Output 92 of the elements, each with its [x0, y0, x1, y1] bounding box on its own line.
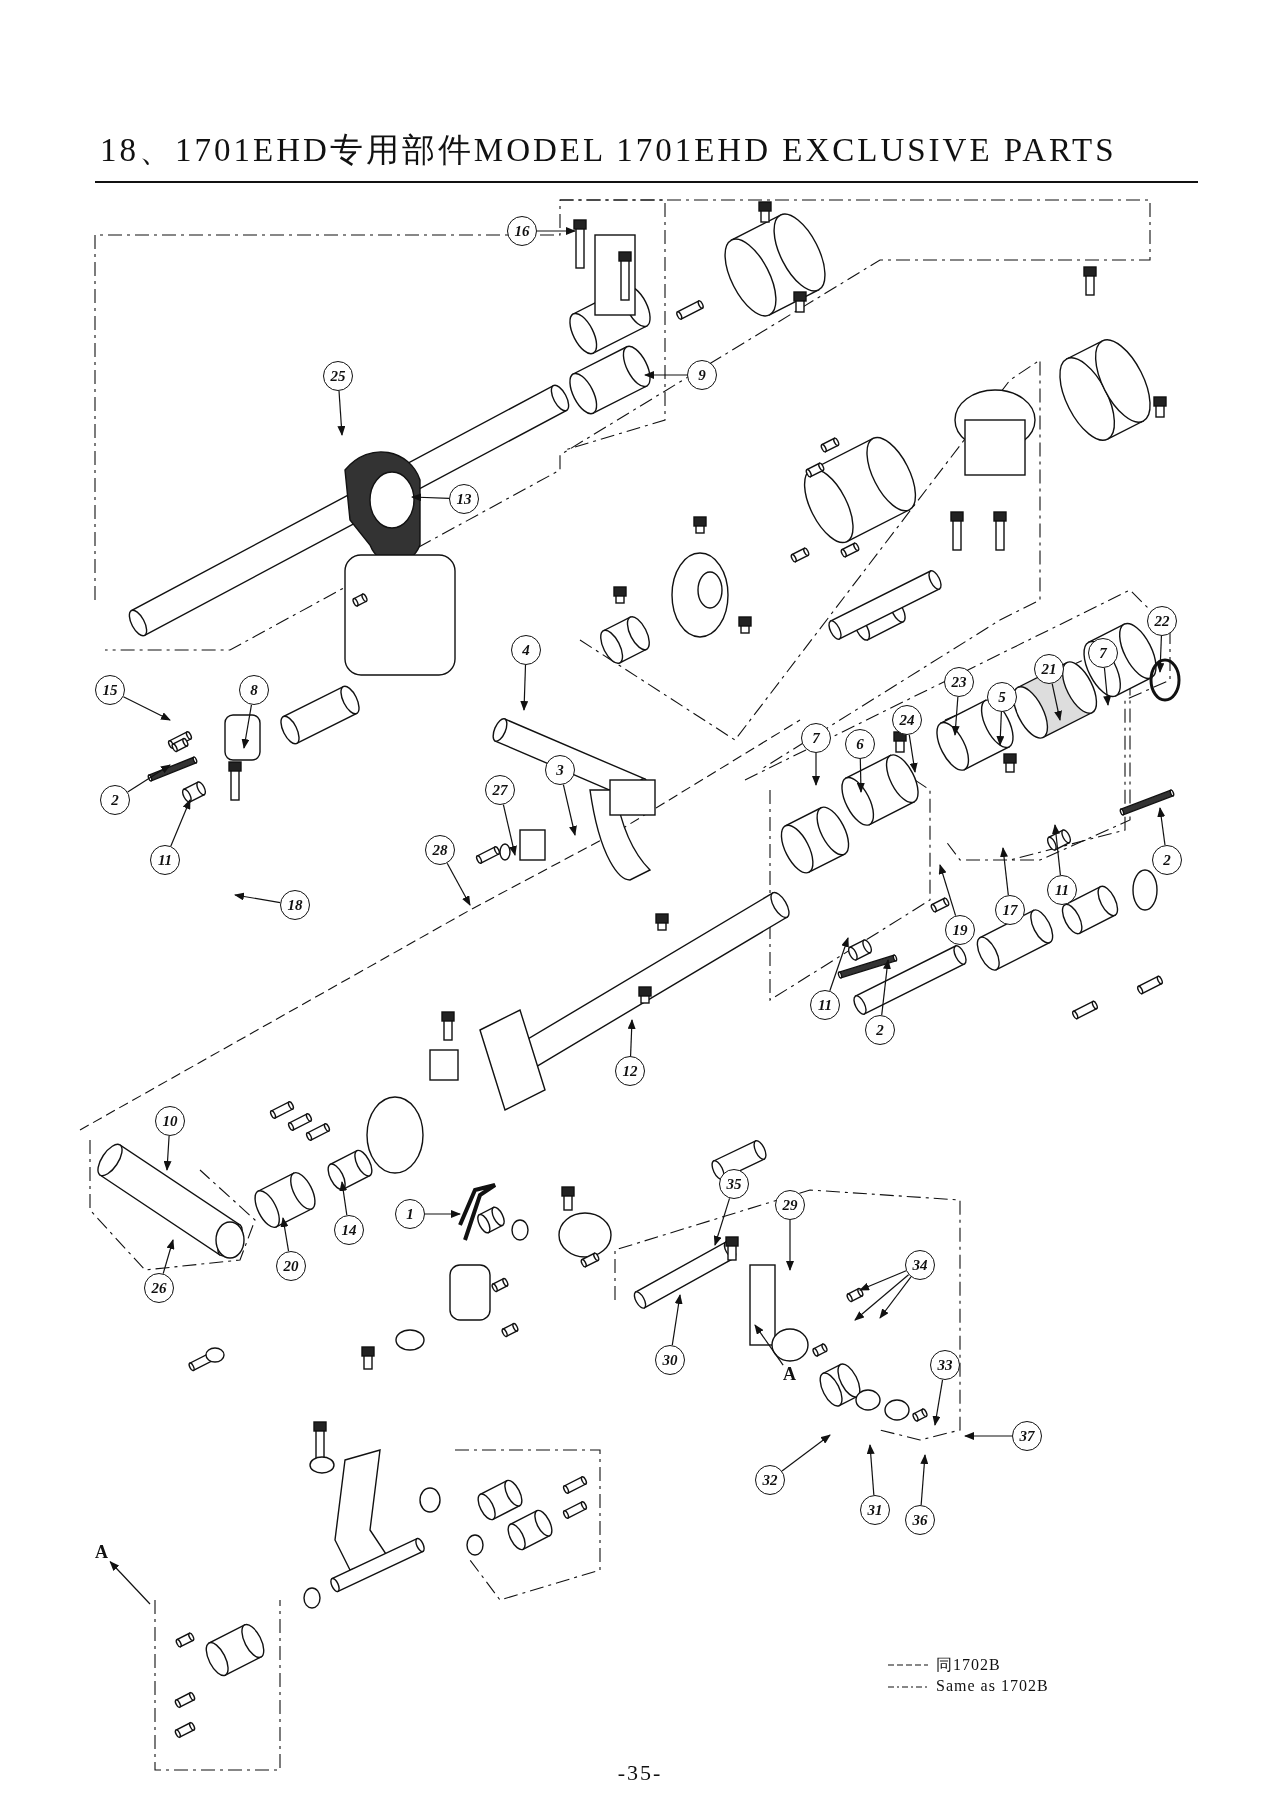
leader-line: [812, 752, 820, 786]
callout-number: 21: [1034, 654, 1064, 684]
callout-number: 15: [95, 675, 125, 705]
leader-line: [163, 1135, 172, 1171]
leader-line: [122, 696, 171, 721]
leader-line: [964, 1432, 1013, 1440]
leader-line: [627, 1019, 636, 1057]
callout-number: 7: [801, 723, 831, 753]
callout-number: 3: [545, 755, 575, 785]
leader-line: [170, 799, 191, 847]
leader-line: [536, 227, 576, 235]
callout-number: 2: [100, 785, 130, 815]
callout-number: 13: [449, 484, 479, 514]
leader-line: [920, 1454, 929, 1506]
callout-number: 14: [334, 1215, 364, 1245]
callout-number: 18: [280, 890, 310, 920]
leader-line: [127, 764, 171, 793]
callout-number: 32: [755, 1465, 785, 1495]
leader-line: [337, 390, 346, 436]
leader-line: [932, 1379, 944, 1426]
callout-number: 11: [810, 990, 840, 1020]
callout-number: 36: [905, 1505, 935, 1535]
page-title: 18、1701EHD专用部件MODEL 1701EHD EXCLUSIVE PARTS: [100, 131, 1117, 170]
leader-line: [1000, 847, 1009, 896]
leader-line: [713, 1197, 731, 1246]
callout-number: 2: [865, 1015, 895, 1045]
leader-line: [109, 1561, 151, 1605]
leader-line: [854, 1274, 910, 1321]
leader-line: [866, 1444, 875, 1496]
callout-number: 29: [775, 1190, 805, 1220]
callout-number: 12: [615, 1056, 645, 1086]
callout-number: 16: [507, 216, 537, 246]
leader-line: [859, 1270, 907, 1291]
callout-number: 11: [150, 845, 180, 875]
leader-line: [446, 862, 471, 906]
callout-number: 19: [945, 915, 975, 945]
leader-line: [162, 1239, 175, 1275]
callout-number: 33: [930, 1350, 960, 1380]
leader-line: [339, 1181, 348, 1216]
callout-number: 1: [395, 1199, 425, 1229]
leader-line: [411, 493, 450, 502]
callout-number: 30: [655, 1345, 685, 1375]
callout-number: 37: [1012, 1421, 1042, 1451]
view-letter: A: [783, 1364, 796, 1385]
callout-number: 5: [987, 682, 1017, 712]
leader-line: [754, 1324, 784, 1366]
legend-text: 同1702B: [936, 1655, 1001, 1675]
leader-line: [951, 696, 960, 736]
leader-line: [1157, 807, 1166, 846]
leader-line: [996, 711, 1005, 746]
callout-number: 26: [144, 1273, 174, 1303]
leader-line: [1156, 635, 1165, 673]
callout-number: 22: [1147, 606, 1177, 636]
leader-line: [241, 704, 253, 749]
leader-line: [938, 864, 957, 917]
callout-number: 23: [944, 667, 974, 697]
leader-line: [1103, 667, 1112, 706]
leader-line: [1052, 824, 1061, 876]
callout-number: 20: [276, 1251, 306, 1281]
leader-line: [502, 804, 517, 856]
callout-number: 4: [511, 635, 541, 665]
view-letter: A: [95, 1542, 108, 1563]
leader-line: [644, 371, 688, 379]
leader-line: [280, 1217, 290, 1252]
leader-line: [829, 937, 849, 992]
page-number: -35-: [616, 1760, 664, 1786]
leader-line: [856, 758, 865, 793]
leader-line: [234, 892, 281, 904]
leader-line: [520, 664, 529, 711]
legend-text: Same as 1702B: [936, 1677, 1049, 1695]
callout-number: 2: [1152, 845, 1182, 875]
leader-line: [908, 734, 918, 773]
callout-number: 25: [323, 361, 353, 391]
leader-line: [424, 1210, 461, 1218]
leader-line: [781, 1434, 831, 1472]
callout-number: 31: [860, 1495, 890, 1525]
callout-number: 17: [995, 895, 1025, 925]
callout-number: 10: [155, 1106, 185, 1136]
leader-line: [562, 784, 577, 836]
callout-number: 8: [239, 675, 269, 705]
leader-line: [879, 1276, 912, 1319]
callout-number: 6: [845, 729, 875, 759]
callout-number: 11: [1047, 875, 1077, 905]
callout-number: 27: [485, 775, 515, 805]
leader-line: [786, 1219, 794, 1271]
leader-line: [1051, 683, 1062, 721]
callout-number: 35: [719, 1169, 749, 1199]
leader-line: [671, 1294, 683, 1346]
callout-number: 9: [687, 360, 717, 390]
callout-number: 24: [892, 705, 922, 735]
callout-number: 28: [425, 835, 455, 865]
callout-number: 34: [905, 1250, 935, 1280]
